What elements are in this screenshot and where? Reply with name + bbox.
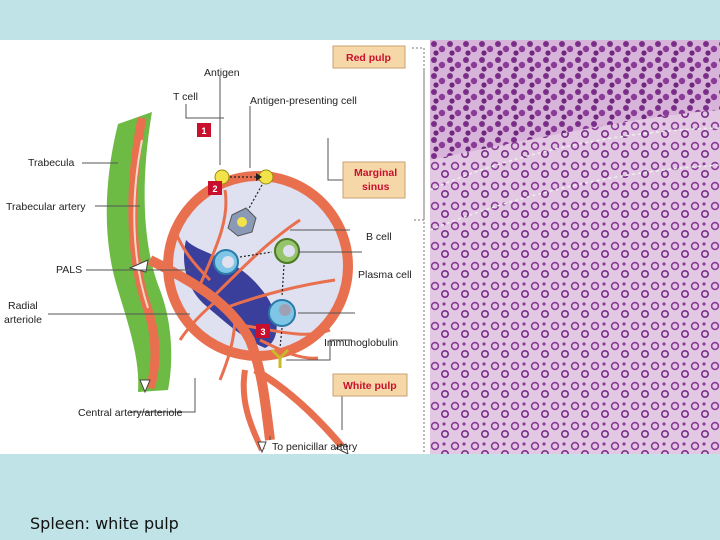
trabecula-label: Trabecula (28, 157, 74, 169)
trabecular-artery-arrow (139, 379, 151, 394)
b-to-plasma-arrow (281, 264, 285, 297)
central-artery-label: Central artery/arteriole (78, 407, 183, 419)
radial-arteriole-label-2: arteriole (4, 314, 42, 326)
svg-text:3: 3 (260, 327, 265, 337)
t-to-b-arrow (239, 251, 273, 258)
svg-text:Red pulp: Red pulp (346, 52, 391, 64)
t-cell-label: T cell (173, 91, 198, 103)
antigen-to-apc-arrow (247, 184, 263, 211)
red-pulp-zone (430, 40, 720, 160)
t-cell-shape (213, 249, 239, 275)
svg-text:sinus: sinus (362, 181, 390, 193)
white-pulp-diagram: 1 2 3 (4, 45, 425, 454)
apc-cell (227, 207, 257, 237)
immunoglobulin-label: Immunoglobulin (324, 337, 398, 349)
spleen-figure: 1 2 3 (0, 40, 720, 454)
radial-arteriole-label-1: Radial (8, 300, 38, 312)
plasma-to-ig-arrow (279, 327, 283, 349)
svg-text:2: 2 (212, 184, 217, 194)
immunoglobulin-shape (270, 348, 290, 368)
plasma-cell-label: Plasma cell (358, 269, 412, 281)
pals-label: PALS (56, 264, 82, 276)
b-cell-label: B cell (366, 231, 392, 243)
histology-micrograph (430, 40, 720, 454)
slide-caption: Spleen: white pulp (30, 514, 179, 533)
step-marker-1: 1 (197, 123, 211, 137)
svg-text:White pulp: White pulp (343, 380, 397, 392)
apc-label: Antigen-presenting cell (250, 95, 357, 107)
red-pulp-label: Red pulp (332, 45, 406, 69)
penicillar-arrow (257, 441, 267, 454)
step-marker-2: 2 (208, 181, 222, 195)
white-pulp-label: White pulp (332, 373, 408, 397)
branch-arrow (334, 443, 349, 454)
plasma-cell-shape (268, 299, 296, 327)
region-bracket (412, 47, 425, 454)
svg-text:1: 1 (201, 126, 206, 136)
step-marker-3: 3 (256, 324, 270, 338)
trabecular-artery-highlight (133, 139, 149, 309)
b-cell-shape (274, 238, 300, 264)
central-artery-shape (147, 255, 275, 441)
antigen-label: Antigen (204, 67, 240, 79)
central-artery-branch-right (253, 366, 348, 453)
radial-arterioles (173, 189, 336, 381)
svg-text:Marginal: Marginal (354, 167, 397, 179)
penicillar-artery-label: To penicillar artery (272, 441, 358, 453)
marginal-zone-line (430, 127, 720, 191)
marginal-sinus-label: Marginal sinus (342, 161, 406, 199)
trabecular-artery-label: Trabecular artery (6, 201, 86, 213)
